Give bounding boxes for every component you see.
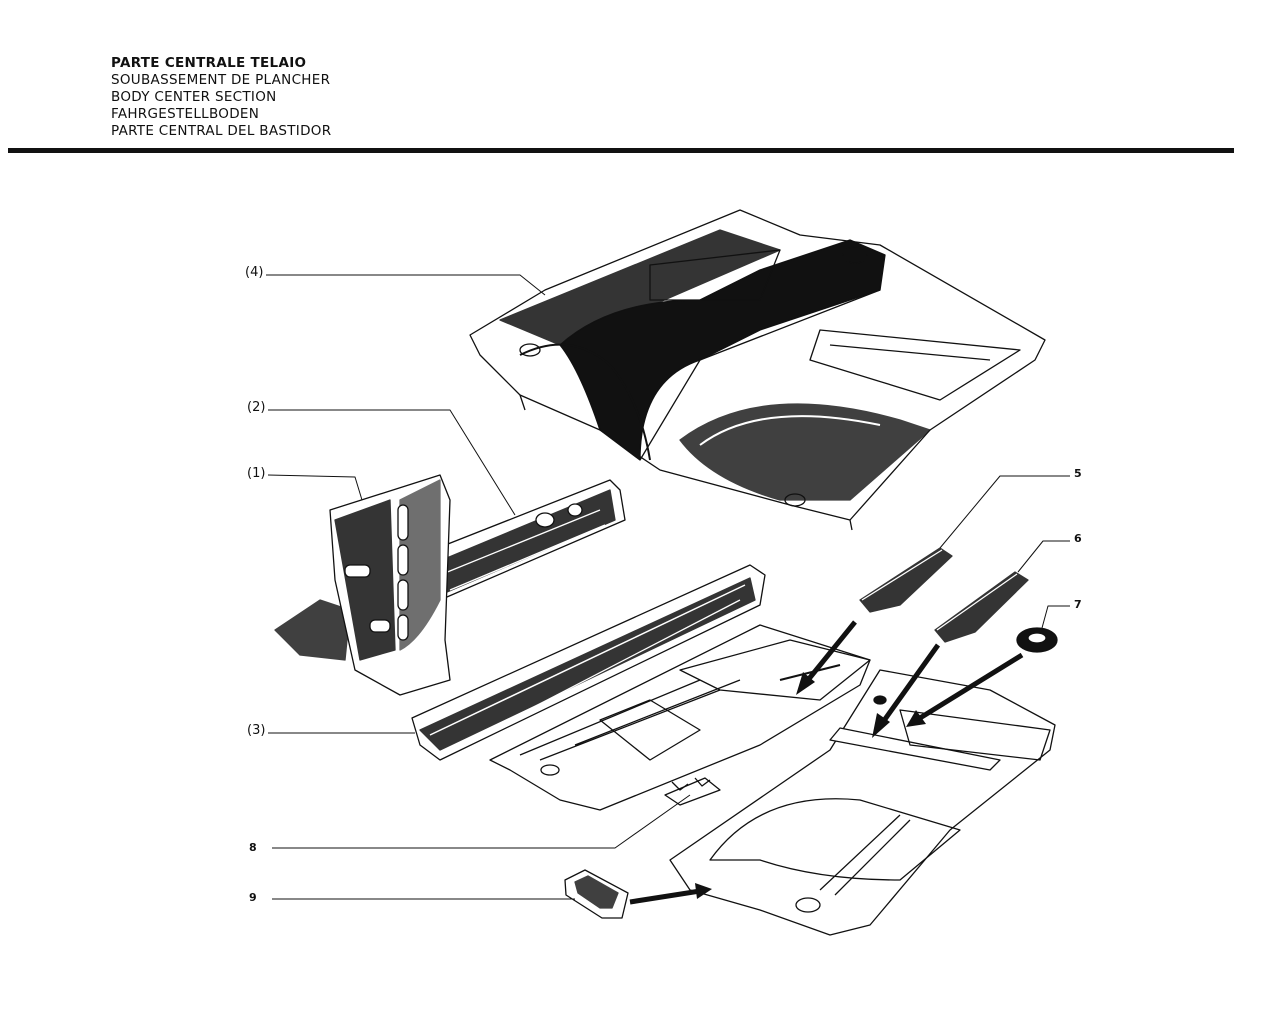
callout-2: (2) (247, 400, 266, 415)
part-9-cover-plate (564, 869, 629, 919)
floor-panel-right (669, 669, 1056, 936)
assembly-arrows (629, 620, 1024, 905)
title-spanish: PARTE CENTRAL DEL BASTIDOR (111, 123, 332, 139)
callout-6: 6 (1074, 532, 1082, 545)
callout-3: (3) (247, 723, 266, 738)
callout-5: 5 (1074, 467, 1082, 480)
part-7-grommet (1016, 627, 1058, 653)
part-3-sill (411, 564, 766, 761)
header-rule (8, 148, 1234, 153)
part-2-cross-member (274, 479, 626, 661)
title-german: FAHRGESTELLBODEN (111, 106, 260, 122)
title-english: BODY CENTER SECTION (111, 89, 277, 105)
floor-panel-left (489, 624, 871, 811)
title-block: PARTE CENTRALE TELAIO SOUBASSEMENT DE PL… (111, 55, 331, 140)
callout-1: (1) (247, 466, 266, 481)
callout-9: 9 (249, 891, 257, 904)
part-8-clip (664, 777, 721, 806)
callout-7: 7 (1074, 598, 1082, 611)
part-4-floor-pan (469, 209, 1046, 531)
title-french: SOUBASSEMENT DE PLANCHER (111, 72, 331, 88)
arrow-heads (695, 672, 926, 899)
part-1-side-pillar (329, 474, 451, 696)
title-italian: PARTE CENTRALE TELAIO (111, 55, 307, 71)
callout-8: 8 (249, 841, 257, 854)
part-5-bracket (859, 547, 953, 613)
leader-lines (266, 274, 1070, 900)
callout-4: (4) (245, 265, 264, 280)
part-6-bracket (934, 571, 1029, 643)
